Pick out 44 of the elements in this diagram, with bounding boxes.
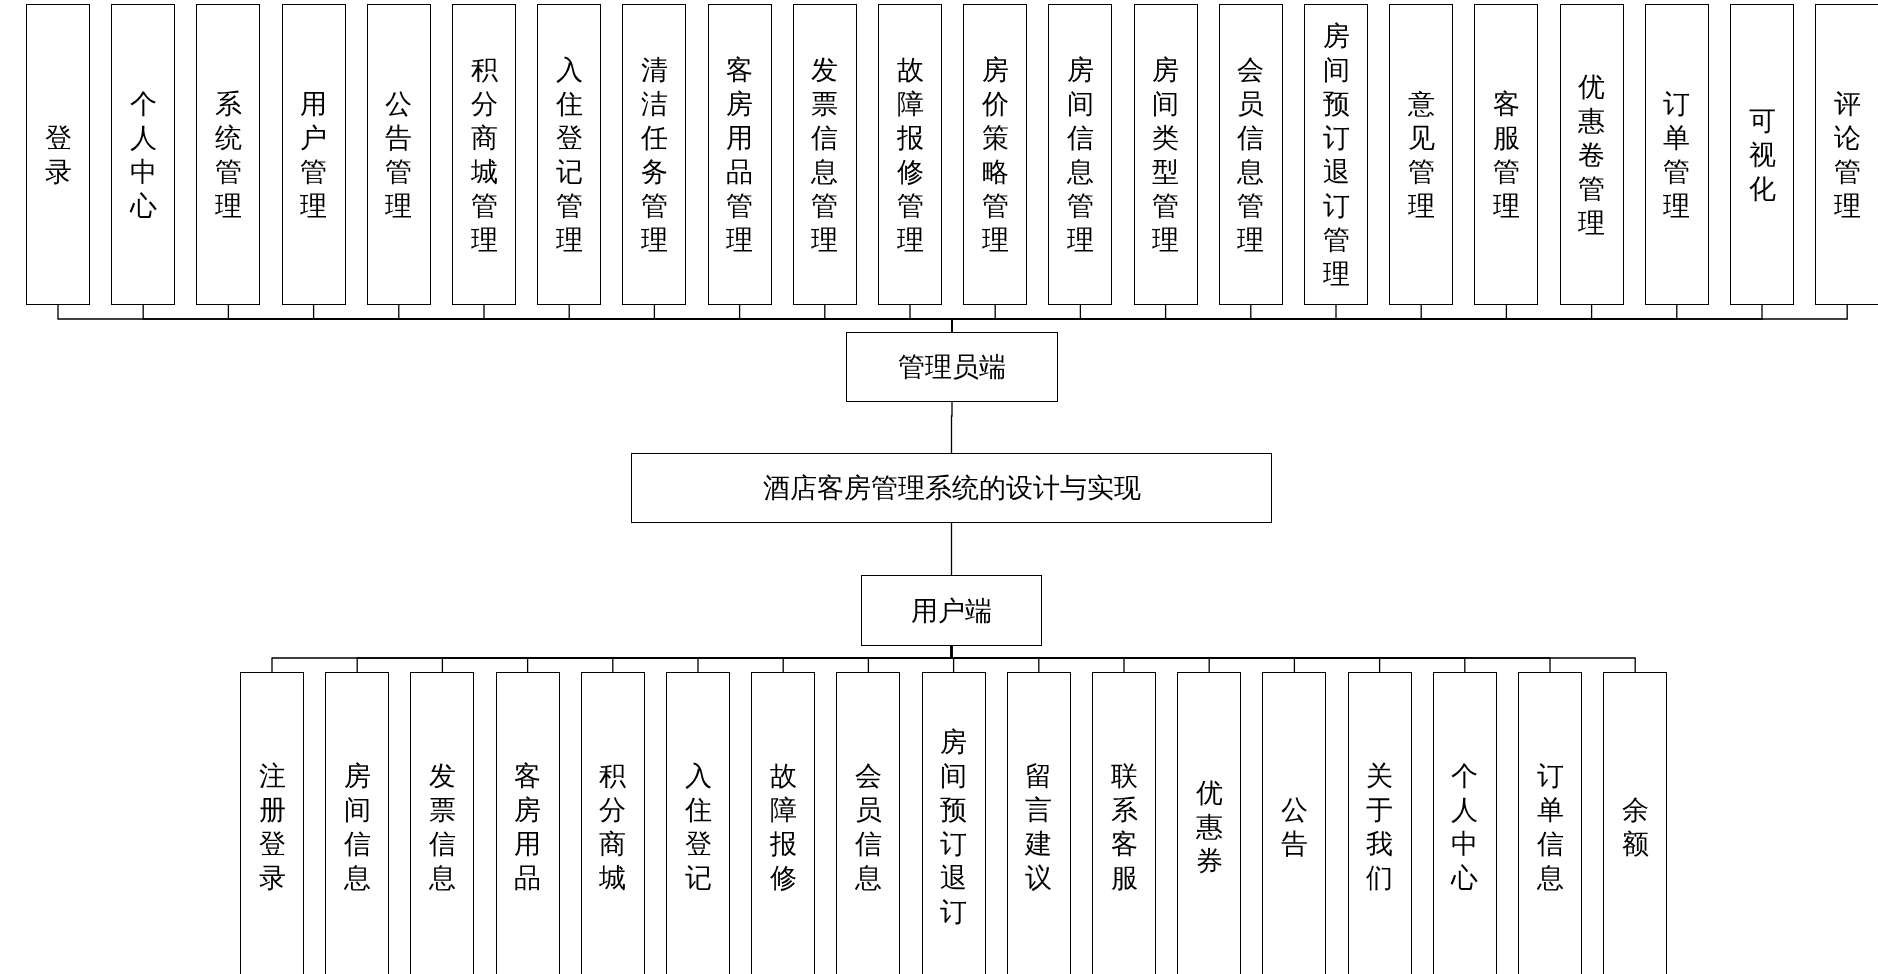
module-box: 房价策略管理 [963, 4, 1028, 305]
module-box: 入住登记管理 [537, 4, 602, 305]
module-box: 客房用品管理 [707, 4, 772, 305]
system-box: 酒店客房管理系统的设计与实现 [631, 453, 1272, 523]
system-box: 管理员端 [846, 332, 1058, 402]
module-box: 注册登录 [240, 672, 304, 974]
module-box: 公告 [1262, 672, 1327, 974]
module-box: 公告管理 [366, 4, 431, 305]
module-box: 评论管理 [1815, 4, 1878, 305]
module-box: 优惠卷管理 [1559, 4, 1624, 305]
module-box: 积分商城管理 [452, 4, 516, 305]
module-box: 系统管理 [196, 4, 261, 305]
module-box: 留言建议 [1006, 672, 1071, 974]
module-box: 房间类型管理 [1133, 4, 1198, 305]
module-box: 入住登记 [666, 672, 730, 974]
module-box: 可视化 [1730, 4, 1794, 305]
module-box: 关于我们 [1347, 672, 1412, 974]
connector-line [950, 522, 953, 576]
module-box: 房间信息 [325, 672, 390, 974]
module-box: 房间预订退订 [921, 672, 986, 974]
module-box: 个人中心 [1432, 672, 1497, 974]
module-box: 优惠券 [1177, 672, 1242, 974]
module-box: 订单信息 [1518, 672, 1582, 974]
module-box: 意见管理 [1389, 4, 1454, 305]
module-box: 客服管理 [1474, 4, 1539, 305]
module-box: 发票信息 [410, 672, 475, 974]
system-box: 用户端 [861, 575, 1042, 646]
module-box: 清洁任务管理 [622, 4, 687, 305]
module-box: 联系客服 [1092, 672, 1156, 974]
module-box: 房间预订退订管理 [1304, 4, 1368, 305]
module-box: 故障报修管理 [878, 4, 942, 305]
module-box: 订单管理 [1644, 4, 1709, 305]
module-box: 房间信息管理 [1048, 4, 1113, 305]
module-box: 用户管理 [281, 4, 346, 305]
module-box: 会员信息管理 [1218, 4, 1283, 305]
connector-line [950, 401, 953, 454]
module-box: 故障报修 [751, 672, 816, 974]
module-box: 余额 [1603, 672, 1668, 974]
module-box: 发票信息管理 [792, 4, 857, 305]
module-box: 积分商城 [580, 672, 645, 974]
module-box: 客房用品 [495, 672, 560, 974]
module-box: 会员信息 [836, 672, 901, 974]
module-box: 个人中心 [111, 4, 176, 305]
module-box: 登录 [26, 4, 90, 305]
